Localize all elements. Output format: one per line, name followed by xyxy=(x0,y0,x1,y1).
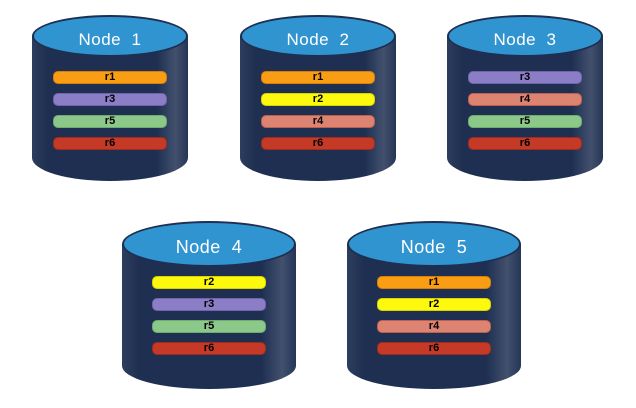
node-title: Node 1 xyxy=(78,29,142,49)
replica-bar-r5: r5 xyxy=(468,115,582,128)
cylinder-body xyxy=(347,244,521,389)
node-cylinder-5: Node 5 r1 r2 r4 r6 xyxy=(347,221,521,389)
replica-list: r3 r4 r5 r6 xyxy=(468,71,582,150)
replica-bar-r3: r3 xyxy=(53,93,167,106)
replica-bar-r6: r6 xyxy=(377,342,491,355)
replica-list: r1 r2 r4 r6 xyxy=(261,71,375,150)
replica-bar-r2: r2 xyxy=(261,93,375,106)
replica-bar-r1: r1 xyxy=(261,71,375,84)
replica-bar-r4: r4 xyxy=(261,115,375,128)
replica-bar-r4: r4 xyxy=(468,93,582,106)
replica-list: r1 r3 r5 r6 xyxy=(53,71,167,150)
replica-bar-r5: r5 xyxy=(152,320,266,333)
replica-list: r2 r3 r5 r6 xyxy=(152,276,266,355)
node-cylinder-2: Node 2 r1 r2 r4 r6 xyxy=(240,15,396,181)
cylinder-body xyxy=(447,36,603,181)
replica-bar-r2: r2 xyxy=(377,298,491,311)
replica-bar-r4: r4 xyxy=(377,320,491,333)
replica-bar-r3: r3 xyxy=(152,298,266,311)
cylinder-body xyxy=(122,244,296,389)
cylinder-top: Node 2 xyxy=(240,15,396,57)
cylinder-top: Node 4 xyxy=(122,221,296,267)
node-title: Node 3 xyxy=(493,29,557,49)
replica-bar-r6: r6 xyxy=(152,342,266,355)
cylinder-top: Node 1 xyxy=(32,15,188,57)
node-title: Node 5 xyxy=(400,237,468,257)
replica-bar-r5: r5 xyxy=(53,115,167,128)
replica-bar-r2: r2 xyxy=(152,276,266,289)
cylinder-body xyxy=(32,36,188,181)
replica-bar-r1: r1 xyxy=(377,276,491,289)
replica-bar-r6: r6 xyxy=(468,137,582,150)
node-cylinder-4: Node 4 r2 r3 r5 r6 xyxy=(122,221,296,389)
cylinder-body xyxy=(240,36,396,181)
node-cylinder-3: Node 3 r3 r4 r5 r6 xyxy=(447,15,603,181)
replica-bar-r1: r1 xyxy=(53,71,167,84)
node-title: Node 2 xyxy=(286,29,350,49)
replica-bar-r6: r6 xyxy=(261,137,375,150)
cylinder-top: Node 3 xyxy=(447,15,603,57)
node-title: Node 4 xyxy=(175,237,243,257)
replica-list: r1 r2 r4 r6 xyxy=(377,276,491,355)
node-cylinder-1: Node 1 r1 r3 r5 r6 xyxy=(32,15,188,181)
replica-bar-r6: r6 xyxy=(53,137,167,150)
replica-bar-r3: r3 xyxy=(468,71,582,84)
cylinder-top: Node 5 xyxy=(347,221,521,267)
